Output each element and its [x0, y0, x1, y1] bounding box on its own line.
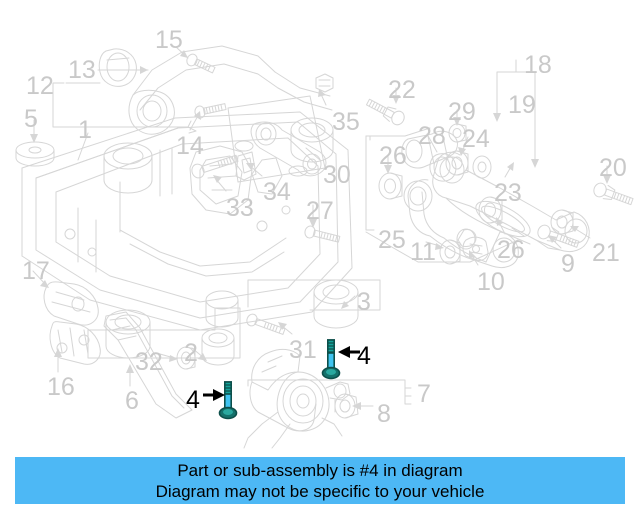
- banner-line-2: Diagram may not be specific to your vehi…: [155, 481, 485, 501]
- callout-label-10: 10: [477, 268, 505, 296]
- callout-label-5: 5: [24, 105, 38, 133]
- callout-label-23: 23: [494, 179, 522, 207]
- callout-label-8: 8: [377, 400, 391, 428]
- callout-label-32: 32: [135, 348, 163, 376]
- callout-label-6: 6: [125, 387, 139, 415]
- callout-label-11: 11: [410, 238, 436, 266]
- callout-label-7: 7: [417, 380, 431, 408]
- callout-label-31: 31: [289, 336, 317, 364]
- callout-label-26: 26: [497, 236, 525, 264]
- banner-line-1: Part or sub-assembly is #4 in diagram: [177, 460, 463, 480]
- highlight-callout-label-4: 4: [186, 386, 200, 414]
- callout-label-24: 24: [462, 125, 490, 153]
- callout-label-9: 9: [561, 250, 575, 278]
- callout-label-2: 2: [184, 339, 198, 367]
- callout-label-17: 17: [22, 257, 50, 285]
- callout-label-16: 16: [47, 373, 75, 401]
- callout-label-28: 28: [418, 122, 446, 150]
- highlighted-part-4-bolt-left: [218, 381, 238, 420]
- callout-label-21: 21: [592, 239, 620, 267]
- callout-label-18: 18: [524, 51, 552, 79]
- callout-label-13: 13: [68, 56, 96, 84]
- callout-label-3: 3: [357, 288, 371, 316]
- callout-label-33: 33: [226, 194, 254, 222]
- info-banner: Part or sub-assembly is #4 in diagram Di…: [15, 457, 625, 504]
- callout-label-19: 19: [508, 91, 536, 119]
- callout-label-26: 26: [379, 142, 407, 170]
- callout-label-25: 25: [378, 226, 406, 254]
- highlight-callout-label-4: 4: [357, 342, 371, 370]
- callout-label-14: 14: [176, 132, 204, 160]
- highlighted-part-4-bolt-right: [321, 339, 341, 380]
- callout-label-20: 20: [599, 154, 627, 182]
- callout-label-15: 15: [155, 26, 183, 54]
- callout-label-29: 29: [448, 98, 476, 126]
- callout-label-1: 1: [78, 116, 92, 144]
- callout-label-35: 35: [332, 108, 360, 136]
- callout-label-22: 22: [388, 76, 416, 104]
- callout-label-27: 27: [306, 197, 334, 225]
- callout-label-30: 30: [323, 161, 351, 189]
- highlight-arrow-right: [338, 346, 360, 358]
- callout-label-12: 12: [26, 72, 54, 100]
- callout-label-34: 34: [263, 178, 291, 206]
- highlight-arrow-left: [203, 389, 225, 401]
